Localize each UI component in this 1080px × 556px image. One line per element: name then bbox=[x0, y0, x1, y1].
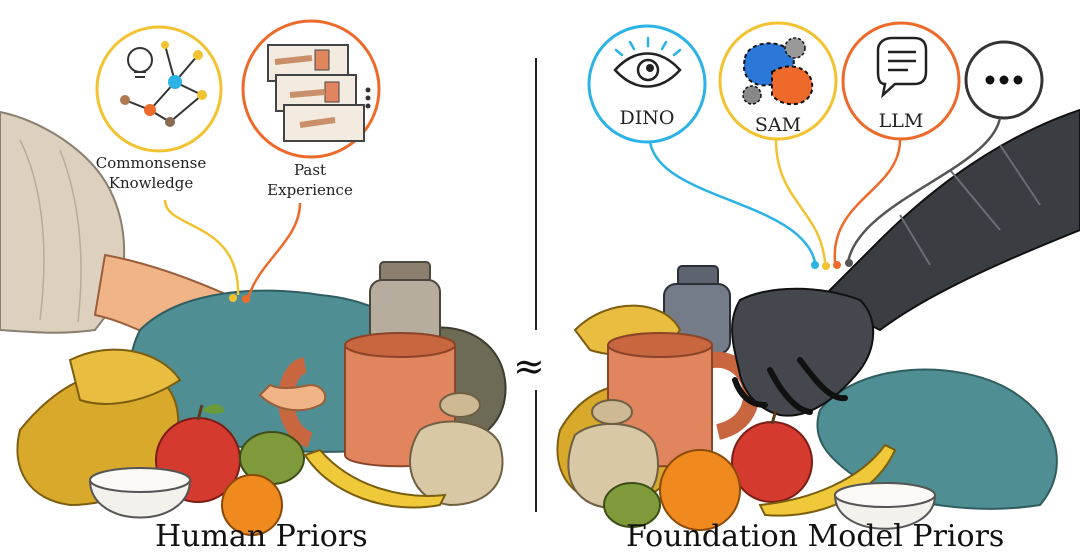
bubble-commonsense: Commonsense Knowledge bbox=[95, 25, 223, 192]
connector-commonsense bbox=[163, 199, 240, 296]
hand-mug-frames-icon bbox=[267, 44, 371, 142]
approx-equal-symbol: ≈ bbox=[513, 344, 545, 388]
burlap-sack bbox=[409, 420, 504, 507]
segmentation-blobs-icon bbox=[742, 37, 814, 106]
bubble-commonsense-label-line1: Commonsense bbox=[96, 154, 207, 172]
bubble-commonsense-label-line2: Knowledge bbox=[109, 174, 194, 192]
connector-past-experience bbox=[246, 202, 302, 299]
bubble-llm: LLM bbox=[841, 21, 961, 141]
connector-dino bbox=[648, 141, 817, 263]
foundation-model-priors-title: Foundation Model Priors bbox=[626, 519, 1005, 554]
right-scene bbox=[556, 108, 1080, 531]
more-dots-icon bbox=[985, 75, 1023, 85]
orange-fruit-right bbox=[659, 449, 741, 531]
bubble-sam: SAM bbox=[718, 21, 838, 141]
banana-right bbox=[758, 443, 897, 517]
bubble-llm-label: LLM bbox=[879, 110, 924, 132]
robot-arm bbox=[818, 108, 1080, 332]
connector-more bbox=[846, 117, 1002, 263]
left-scene bbox=[0, 110, 507, 536]
bubble-past-experience: Past Experience bbox=[241, 19, 381, 199]
chat-bubble-icon bbox=[876, 36, 928, 99]
bubble-dino: DINO bbox=[587, 24, 707, 144]
bubble-dino-label: DINO bbox=[620, 107, 675, 129]
bubble-sam-label: SAM bbox=[755, 114, 801, 136]
orange-fruit bbox=[221, 474, 283, 536]
connector-sam bbox=[774, 139, 827, 263]
robot-hand bbox=[731, 287, 875, 417]
bubble-past-experience-label-line1: Past bbox=[294, 161, 326, 179]
bubble-more bbox=[964, 40, 1044, 120]
eye-icon bbox=[613, 36, 682, 88]
banana bbox=[303, 448, 447, 509]
red-apple-right bbox=[731, 421, 813, 503]
connector-llm bbox=[833, 139, 902, 263]
human-priors-title: Human Priors bbox=[155, 519, 368, 554]
bubble-past-experience-label-line2: Experience bbox=[267, 181, 353, 199]
